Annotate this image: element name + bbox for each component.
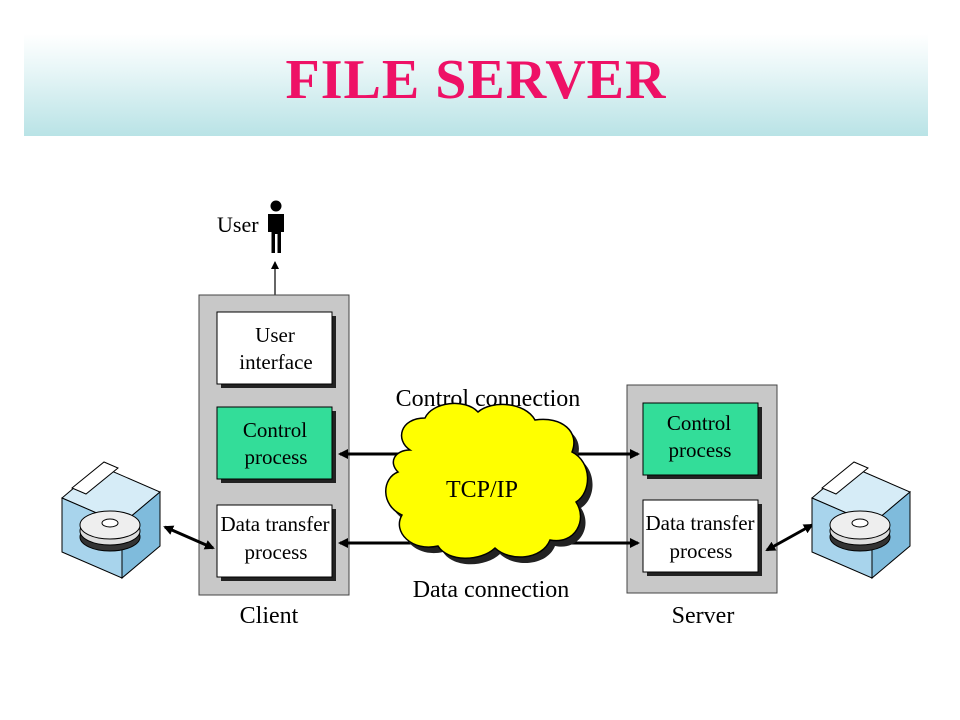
server-disk-arrow — [765, 523, 814, 552]
user-label: User — [217, 212, 259, 237]
client-control-process-box: Control process — [216, 406, 336, 483]
server-label: Server — [672, 603, 735, 629]
server-disk-icon — [811, 461, 911, 580]
server-data-line-2: process — [670, 539, 733, 563]
server-control-line-2: process — [669, 438, 732, 462]
client-control-line-1: Control — [243, 418, 307, 442]
client-disk-icon — [61, 461, 161, 580]
client-control-line-2: process — [245, 445, 308, 469]
server-control-process-box: Control process — [642, 402, 762, 479]
page-title: FILE SERVER — [285, 49, 667, 111]
client-label: Client — [240, 603, 299, 629]
client-data-transfer-box: Data transfer process — [216, 504, 336, 581]
ui-line-2: interface — [239, 350, 312, 374]
cloud-icon — [385, 402, 593, 565]
server-data-line-1: Data transfer — [645, 511, 754, 535]
title-banner: FILE SERVER — [24, 34, 928, 136]
server-control-line-1: Control — [667, 411, 731, 435]
client-disk-arrow — [163, 525, 215, 550]
ui-line-1: User — [255, 323, 295, 347]
server-data-transfer-box: Data transfer process — [642, 499, 762, 576]
client-data-line-1: Data transfer — [220, 512, 329, 536]
client-data-line-2: process — [245, 540, 308, 564]
tcp-ip-label: TCP/IP — [446, 477, 518, 503]
client-user-interface-box: User interface — [216, 311, 336, 388]
data-connection-label: Data connection — [413, 577, 570, 603]
user-icon — [268, 200, 284, 253]
